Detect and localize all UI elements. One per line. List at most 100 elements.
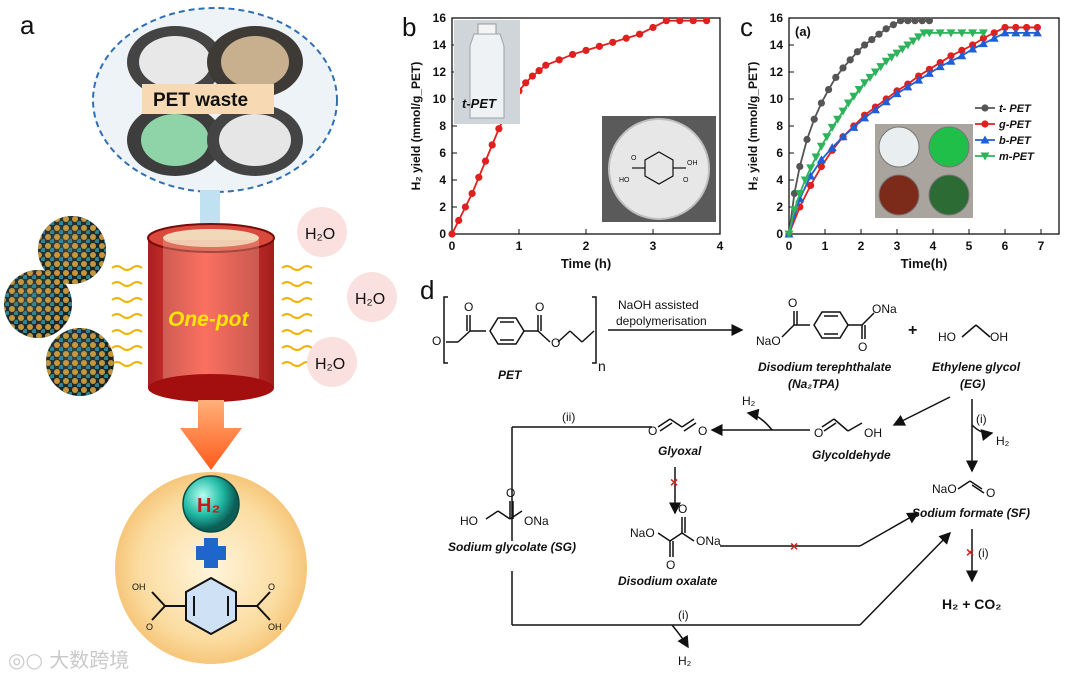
y-tick-label: 14: [433, 38, 447, 52]
y-tick-label: 16: [433, 11, 447, 25]
data-point: [903, 82, 913, 91]
data-point: [806, 164, 816, 173]
x-tick-label: 0: [449, 239, 456, 253]
pet-o-ester: O: [551, 336, 560, 350]
step-i-sg: (i): [678, 608, 689, 622]
h2-sphere: [182, 475, 240, 533]
pet-o-top1: O: [464, 300, 473, 314]
reaction-scheme: O O O O n PET NaOH assisted depolymerisa…: [432, 296, 1030, 668]
data-point: [595, 42, 603, 50]
data-point: [868, 36, 876, 44]
data-point: [968, 29, 978, 38]
y-tick-label: 12: [433, 65, 447, 79]
data-point: [569, 50, 577, 59]
data-point: [882, 25, 890, 33]
sg-name: Sodium glycolate (SG): [448, 540, 576, 554]
acid-oh-left: OH: [132, 582, 146, 592]
data-point: [904, 17, 912, 25]
y-tick-label: 10: [433, 92, 447, 106]
legend-marker: [981, 104, 989, 112]
y-tick-label: 12: [770, 65, 784, 79]
h2-from-eg: H₂: [996, 434, 1010, 448]
data-point: [827, 143, 837, 152]
waste-samples: [127, 26, 303, 176]
data-point: [924, 68, 934, 77]
panel-d-scheme: d: [420, 275, 1080, 675]
data-point: [810, 115, 818, 123]
data-point: [448, 230, 456, 238]
data-point: [825, 85, 833, 94]
pet-structure: [443, 296, 597, 364]
data-point: [1011, 28, 1021, 37]
series-t-pet: [785, 17, 933, 238]
oxalate-structure: [657, 517, 695, 557]
eg-ho: HO: [938, 330, 956, 344]
x-tick-label: 3: [650, 239, 657, 253]
water-label-1: H₂O: [305, 226, 335, 243]
data-point: [839, 64, 847, 72]
oxalate-o-bottom: O: [666, 558, 675, 572]
water-molecules: [297, 207, 397, 387]
step-i-sf: (i): [978, 546, 989, 560]
scheme-plus: +: [908, 322, 917, 339]
data-point: [860, 79, 870, 88]
data-point: [881, 57, 891, 66]
one-pot-label: One-pot: [168, 308, 249, 331]
chart-tag: (a): [795, 24, 811, 39]
legend-marker: [980, 152, 990, 161]
y-axis-label: H₂ yield (mmol/g_PET): [409, 62, 423, 191]
eg-oh: OH: [990, 330, 1008, 344]
bottle-label: t-PET: [462, 96, 497, 111]
data-point: [582, 46, 590, 55]
data-point: [542, 61, 550, 69]
legend-label: g-PET: [998, 119, 1032, 131]
data-point: [911, 17, 919, 25]
na2tpa-abbr: (Na₂TPA): [788, 377, 839, 391]
x-tick-label: 4: [717, 239, 724, 253]
x-tick-label: 7: [1038, 239, 1045, 253]
data-point: [889, 21, 897, 29]
acid-o-left: O: [146, 622, 153, 632]
x-tick-label: 2: [583, 239, 590, 253]
h2-from-sg: H₂: [678, 654, 692, 668]
glycoldehyde-name: Glycoldehyde: [812, 448, 891, 462]
y-tick-label: 14: [770, 38, 784, 52]
data-point: [853, 48, 861, 56]
data-point: [957, 29, 967, 38]
data-point: [849, 92, 859, 101]
x-tick-label: 1: [516, 239, 523, 253]
y-tick-label: 2: [439, 200, 446, 214]
h2-label: H₂: [197, 495, 220, 517]
data-point: [1012, 23, 1020, 32]
data-point: [881, 97, 891, 106]
pet-label: PET: [498, 368, 523, 382]
data-point: [800, 176, 810, 185]
blocked-cross-sf: ×: [966, 544, 974, 560]
data-point: [1000, 28, 1010, 37]
watermark-text: 大数跨境: [49, 648, 130, 672]
sg-ona: ONa: [524, 514, 549, 528]
glyoxal-name: Glyoxal: [658, 444, 702, 458]
data-point: [914, 33, 924, 42]
na2tpa-structure: [781, 311, 875, 339]
panel-label-c: c: [740, 12, 753, 42]
data-point: [522, 79, 530, 87]
data-point: [870, 68, 880, 77]
data-point: [846, 56, 854, 64]
data-point: [843, 99, 853, 108]
x-tick-label: 0: [786, 239, 793, 253]
eg-abbr: (EG): [960, 377, 985, 391]
series-b-pet: [784, 28, 1042, 238]
data-point: [990, 29, 998, 37]
data-point: [827, 123, 837, 132]
data-point: [947, 52, 955, 60]
panel-label-b: b: [402, 12, 417, 42]
data-point: [662, 17, 670, 25]
data-point: [807, 181, 815, 189]
heat-lines: [111, 265, 313, 367]
y-tick-label: 8: [439, 119, 446, 133]
sf-o: O: [986, 486, 995, 500]
